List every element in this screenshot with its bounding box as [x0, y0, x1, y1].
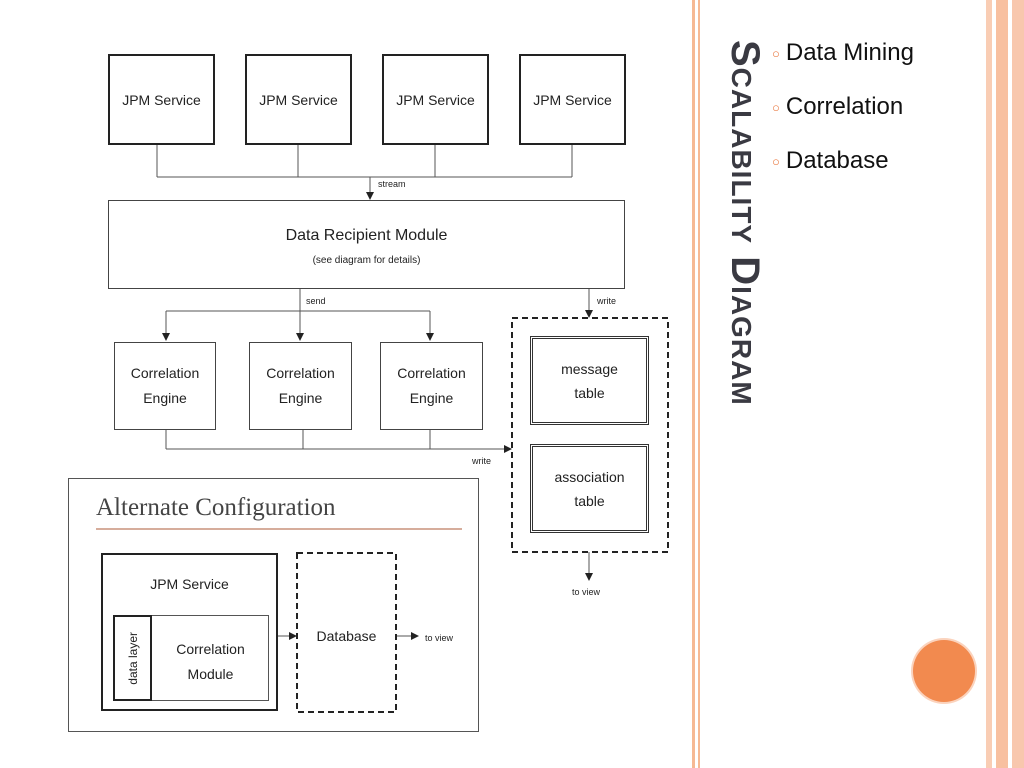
- jpm-service-label: JPM Service: [533, 91, 612, 108]
- engine-line2: Engine: [143, 390, 187, 406]
- association-table: association table: [530, 444, 649, 533]
- message-table: message table: [530, 336, 649, 425]
- alt-jpm-service-label: JPM Service: [150, 576, 229, 592]
- bullet-list: ○ Data Mining ○ Correlation ○ Database: [772, 38, 914, 200]
- bullet-text: Correlation: [785, 93, 904, 120]
- engine-line2: Engine: [278, 390, 323, 406]
- stream-label: stream: [378, 179, 406, 189]
- engine-line1: Correlation: [266, 365, 335, 381]
- right-stripe-2: [996, 0, 1008, 768]
- bullet-text: Data Mining: [785, 39, 914, 66]
- send-label: send: [306, 296, 326, 306]
- jpm-service-box-3: JPM Service: [382, 54, 489, 145]
- data-layer-box: data layer: [113, 615, 152, 701]
- recipient-title: Data Recipient Module: [285, 227, 448, 244]
- write-label-bottom: write: [472, 456, 492, 466]
- engine-line1: Correlation: [130, 365, 200, 381]
- correlation-module-line1: Correlation: [176, 641, 245, 657]
- alt-database-label: Database: [316, 628, 377, 644]
- jpm-service-box-1: JPM Service: [108, 54, 215, 145]
- engine-line2: Engine: [409, 390, 454, 406]
- message-table-line1: message: [561, 360, 618, 377]
- correlation-module-line2: Module: [187, 666, 234, 682]
- divider-stripe-1: [692, 0, 695, 768]
- to-view-label: to view: [572, 587, 601, 597]
- connector-lines: [96, 145, 669, 713]
- bullet-text: Database: [785, 147, 889, 174]
- correlation-module-label: Correlation Module: [152, 637, 269, 687]
- jpm-service-label: JPM Service: [259, 91, 338, 108]
- alt-to-view-label: to view: [425, 633, 454, 643]
- bullet-item: ○ Database: [772, 146, 914, 200]
- alternate-configuration-panel: [68, 478, 479, 732]
- jpm-service-box-2: JPM Service: [245, 54, 352, 145]
- orange-circle-decoration: [913, 640, 975, 702]
- association-table-line2: table: [574, 492, 605, 509]
- alternate-heading: Alternate Configuration: [96, 494, 336, 521]
- slide-title: Scalability Diagram: [723, 40, 767, 406]
- circle-bullet-icon: ○: [772, 99, 780, 115]
- association-table-line1: association: [554, 468, 625, 485]
- recipient-subtitle: (see diagram for details): [312, 255, 421, 266]
- message-table-line2: table: [574, 384, 605, 401]
- right-stripe-1: [986, 0, 992, 768]
- circle-bullet-icon: ○: [772, 45, 780, 61]
- data-layer-label: data layer: [125, 631, 140, 685]
- circle-bullet-icon: ○: [772, 153, 780, 169]
- bullet-item: ○ Correlation: [772, 92, 914, 146]
- jpm-service-label: JPM Service: [122, 91, 201, 108]
- write-label-top: write: [597, 296, 617, 306]
- divider-stripe-2: [698, 0, 700, 768]
- engine-line1: Correlation: [397, 365, 466, 381]
- data-recipient-module: Data Recipient Module (see diagram for d…: [108, 200, 625, 289]
- right-stripe-3: [1012, 0, 1024, 768]
- jpm-service-label: JPM Service: [396, 91, 475, 108]
- bullet-item: ○ Data Mining: [772, 38, 914, 92]
- jpm-service-box-4: JPM Service: [519, 54, 626, 145]
